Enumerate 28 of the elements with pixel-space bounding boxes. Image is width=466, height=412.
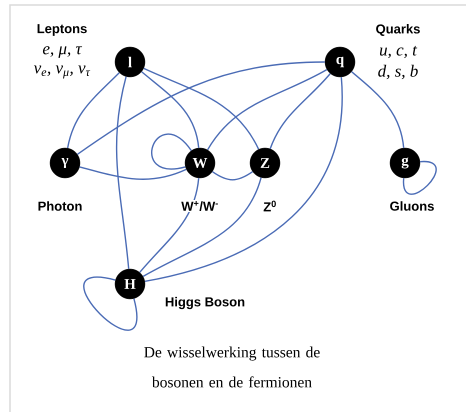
particle-label: Gluons (388, 200, 436, 212)
particle-label: Higgs Boson (164, 296, 246, 310)
particle-list: u, c, t (380, 46, 418, 58)
particle-label: Leptons (36, 23, 88, 37)
particle-list: d, s, b (378, 64, 418, 80)
interaction-line (66, 72, 120, 148)
particle-label: Quarks (374, 23, 422, 37)
particle-label: Z$^{0}$ (262, 200, 278, 212)
interaction-line (151, 134, 192, 170)
interaction-line (83, 276, 138, 331)
interaction-line (402, 160, 437, 195)
interaction-line (144, 68, 260, 150)
figure-caption: De wisselwerking tussen de bosonen en de fermionen (144, 346, 320, 388)
interaction-line (116, 76, 130, 269)
interaction-line (207, 68, 328, 150)
particle-label: W$^{+}$/W$^{-}$ (180, 200, 220, 212)
interaction-line (270, 73, 331, 149)
interaction-line (351, 71, 404, 148)
interaction-line (80, 166, 186, 180)
interaction-line (212, 171, 253, 180)
interaction-line (142, 177, 262, 277)
interaction-line (141, 71, 200, 148)
interaction-line (144, 77, 343, 282)
interaction-line (139, 178, 200, 273)
particle-list: e, μ, τ (42, 46, 82, 58)
particle-label: Photon (36, 200, 84, 212)
interaction-line (77, 61, 325, 155)
particle-list: ν$_{e}$, ν$_{μ}$, ν$_{τ}$ (34, 66, 90, 78)
